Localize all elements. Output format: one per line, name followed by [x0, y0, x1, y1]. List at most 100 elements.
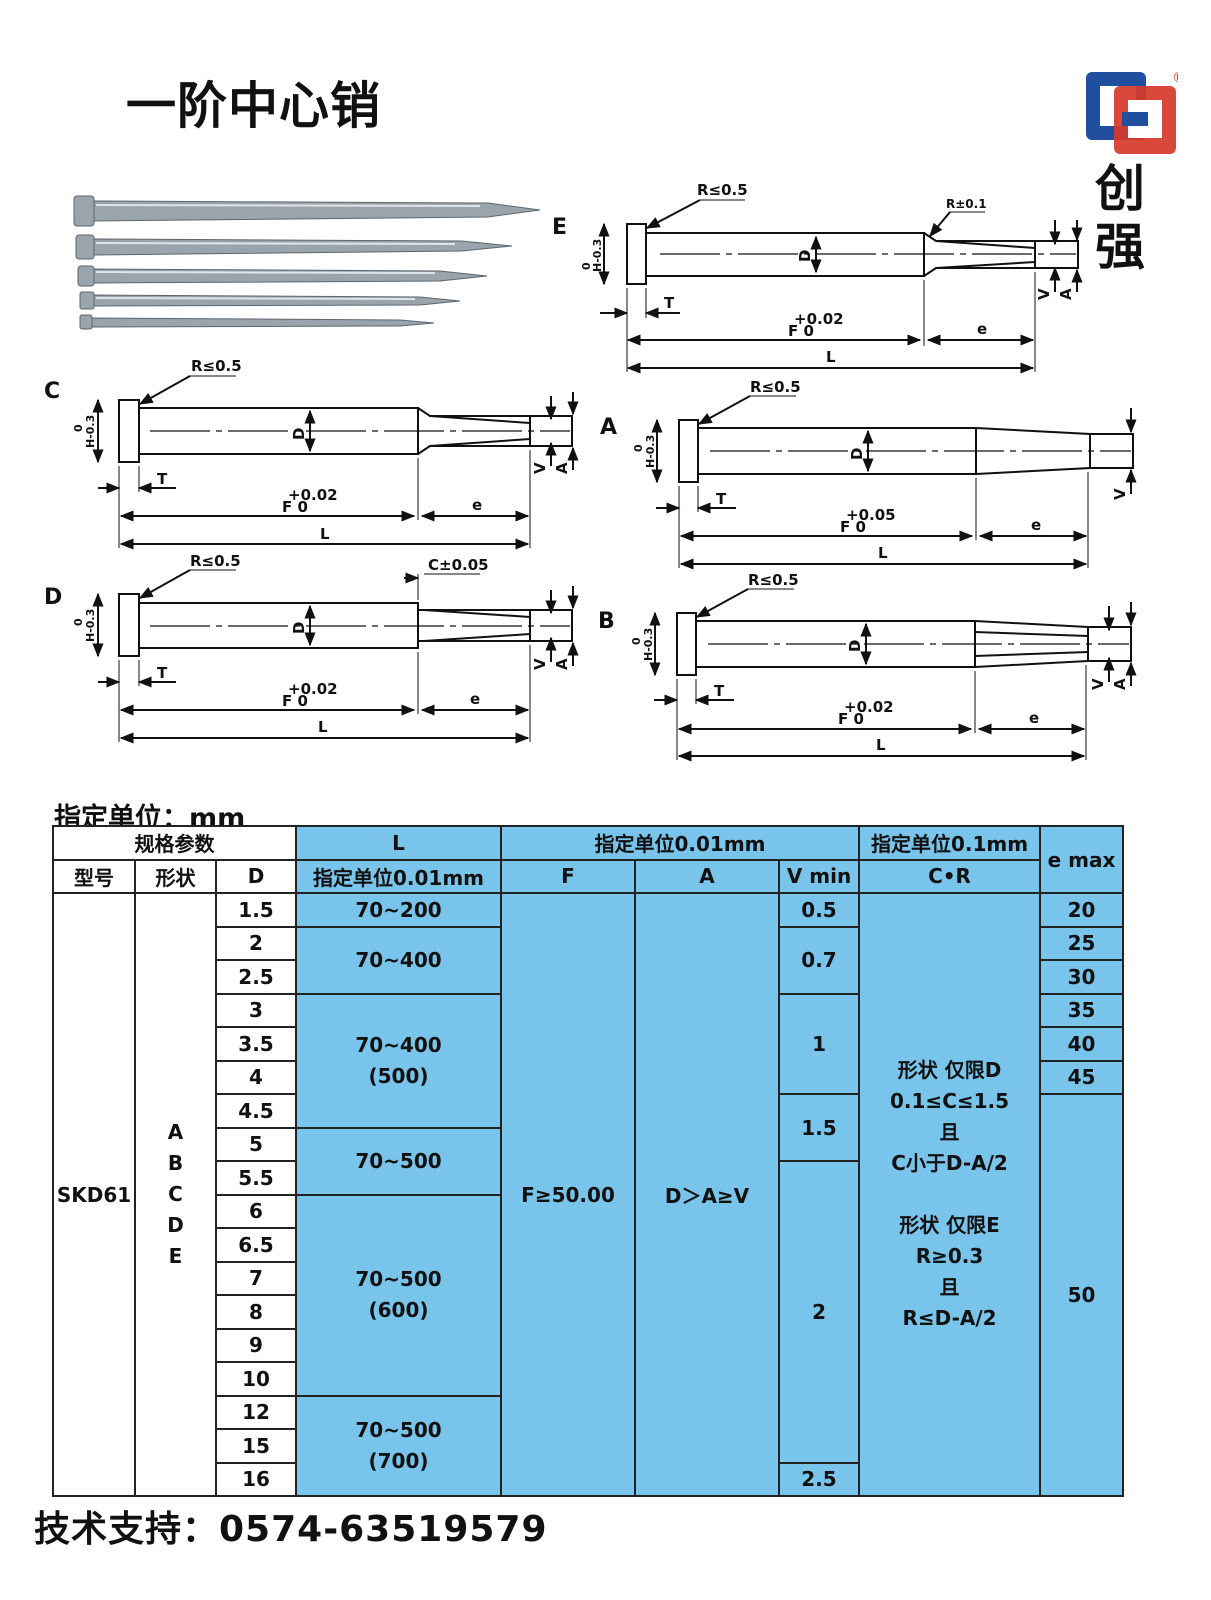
model-cell: SKD61 [52, 892, 136, 1497]
e-max-cell: 40 [1039, 1026, 1125, 1062]
svg-text:A: A [600, 415, 617, 440]
svg-text:e: e [1031, 516, 1041, 534]
l-range-cell: 70~400 (500) [295, 992, 503, 1129]
cr-cell: 形状 仅限D 0.1≤C≤1.5 且 C小于D-A/2 形状 仅限E R≥0.3… [858, 892, 1042, 1497]
svg-text:A: A [1111, 678, 1129, 690]
d-cell: 12 [214, 1394, 298, 1430]
drawing-A [651, 395, 1137, 570]
svg-text:e: e [470, 690, 480, 708]
d-cell: 4 [214, 1059, 298, 1095]
e-max-cell: 50 [1039, 1093, 1125, 1497]
d-cell: 6.5 [214, 1227, 298, 1263]
l-range-cell: 70~500 (600) [295, 1193, 503, 1397]
svg-text:L: L [878, 544, 888, 562]
page-title: 一阶中心销 [126, 77, 381, 135]
header-d: D [214, 858, 298, 894]
svg-text:V: V [1111, 488, 1129, 500]
svg-text:V: V [1089, 678, 1107, 690]
drawing-D-labels: D R≤0.5 C±0.05 T +0.02 F 0 e L D 0 H-0.3… [44, 552, 571, 736]
svg-text:D: D [796, 250, 814, 262]
d-cell: 4.5 [214, 1093, 298, 1129]
d-cell: 5 [214, 1126, 298, 1162]
svg-text:e: e [1029, 709, 1039, 727]
e-max-cell: 25 [1039, 925, 1125, 961]
svg-text:+0.02: +0.02 [288, 486, 338, 504]
header-e-max: e max [1039, 825, 1125, 894]
svg-text:L: L [320, 525, 330, 543]
l-range-cell: 70~400 [295, 925, 503, 995]
technical-drawings: E R≤0.5 R±0.1 T +0.02 F 0 e L D 0 H-0.3 … [44, 181, 1137, 762]
svg-text:D: D [290, 622, 308, 634]
d-cell: 3 [214, 992, 298, 1028]
d-cell: 8 [214, 1294, 298, 1330]
svg-text:+0.02: +0.02 [844, 698, 894, 716]
header-model: 型号 [52, 858, 136, 894]
svg-text:H-0.3: H-0.3 [642, 628, 655, 661]
svg-text:+0.02: +0.02 [794, 310, 844, 328]
header-f: F [500, 858, 637, 894]
svg-text:D: D [44, 585, 62, 610]
svg-text:0: 0 [580, 262, 593, 270]
spec-table: 规格参数 L 指定单位0.01mm 指定单位0.1mm e max 型号 形状 … [51, 825, 1125, 1497]
svg-text:e: e [472, 496, 482, 514]
pins-photo [73, 195, 541, 330]
svg-text:T: T [716, 490, 727, 508]
header-unit-001: 指定单位0.01mm [500, 825, 861, 861]
svg-text:F 0: F 0 [282, 692, 308, 710]
a-cell: D＞A≥V [634, 892, 781, 1497]
d-cell: 15 [214, 1428, 298, 1464]
l-range-cell: 70~500 [295, 1126, 503, 1196]
e-max-cell: 20 [1039, 892, 1125, 928]
e-max-cell: 45 [1039, 1059, 1125, 1095]
header-a: A [634, 858, 781, 894]
v-min-cell: 1 [778, 992, 861, 1095]
drawing-C [92, 375, 579, 550]
d-cell: 16 [214, 1461, 298, 1497]
drawing-E-labels: E R≤0.5 R±0.1 T +0.02 F 0 e L D 0 H-0.3 … [552, 181, 1075, 366]
svg-text:+0.05: +0.05 [846, 506, 896, 524]
svg-text:V: V [1035, 288, 1053, 300]
header-shape: 形状 [134, 858, 217, 894]
svg-text:L: L [826, 348, 836, 366]
svg-text:0: 0 [72, 424, 85, 432]
drawing-C-labels: C R≤0.5 T +0.02 F 0 e L D 0 H-0.3 V A [44, 357, 571, 543]
svg-text:D: D [290, 428, 308, 440]
header-v-min: V min [778, 858, 861, 894]
svg-text:H-0.3: H-0.3 [84, 415, 97, 448]
svg-text:R≤0.5: R≤0.5 [697, 181, 748, 199]
l-range-cell: 70~500 (700) [295, 1394, 503, 1497]
svg-text:V: V [531, 462, 549, 474]
header-unit-01: 指定单位0.1mm [858, 825, 1042, 861]
drawing-B [649, 588, 1137, 762]
svg-text:R≤0.5: R≤0.5 [191, 357, 242, 375]
svg-text:F 0: F 0 [788, 322, 814, 340]
d-cell: 6 [214, 1193, 298, 1229]
f-cell: F≥50.00 [500, 892, 637, 1497]
svg-text:F 0: F 0 [838, 710, 864, 728]
drawing-E [598, 199, 1083, 374]
svg-text:E: E [552, 215, 567, 240]
l-range-cell: 70~200 [295, 892, 503, 928]
svg-text:e: e [977, 320, 987, 338]
d-cell: 9 [214, 1327, 298, 1363]
v-min-cell: 2.5 [778, 1461, 861, 1497]
drawing-A-labels: A R≤0.5 T +0.05 F 0 e L D 0 H-0.3 V [600, 378, 1129, 562]
shapes-cell: A B C D E [134, 892, 217, 1497]
svg-text:0: 0 [630, 637, 643, 645]
svg-text:L: L [876, 736, 886, 754]
d-cell: 7 [214, 1260, 298, 1296]
svg-text:H-0.3: H-0.3 [644, 435, 657, 468]
header-l-unit: 指定单位0.01mm [295, 858, 503, 894]
svg-text:T: T [157, 470, 168, 488]
v-min-cell: 0.7 [778, 925, 861, 995]
svg-text:0: 0 [72, 618, 85, 626]
svg-text:T: T [664, 294, 675, 312]
d-cell: 2.5 [214, 959, 298, 995]
v-min-cell: 1.5 [778, 1093, 861, 1162]
svg-text:A: A [553, 462, 571, 474]
d-cell: 2 [214, 925, 298, 961]
svg-text:L: L [318, 718, 328, 736]
svg-text:B: B [598, 609, 615, 634]
v-min-cell: 0.5 [778, 892, 861, 928]
svg-text:C: C [44, 379, 60, 404]
